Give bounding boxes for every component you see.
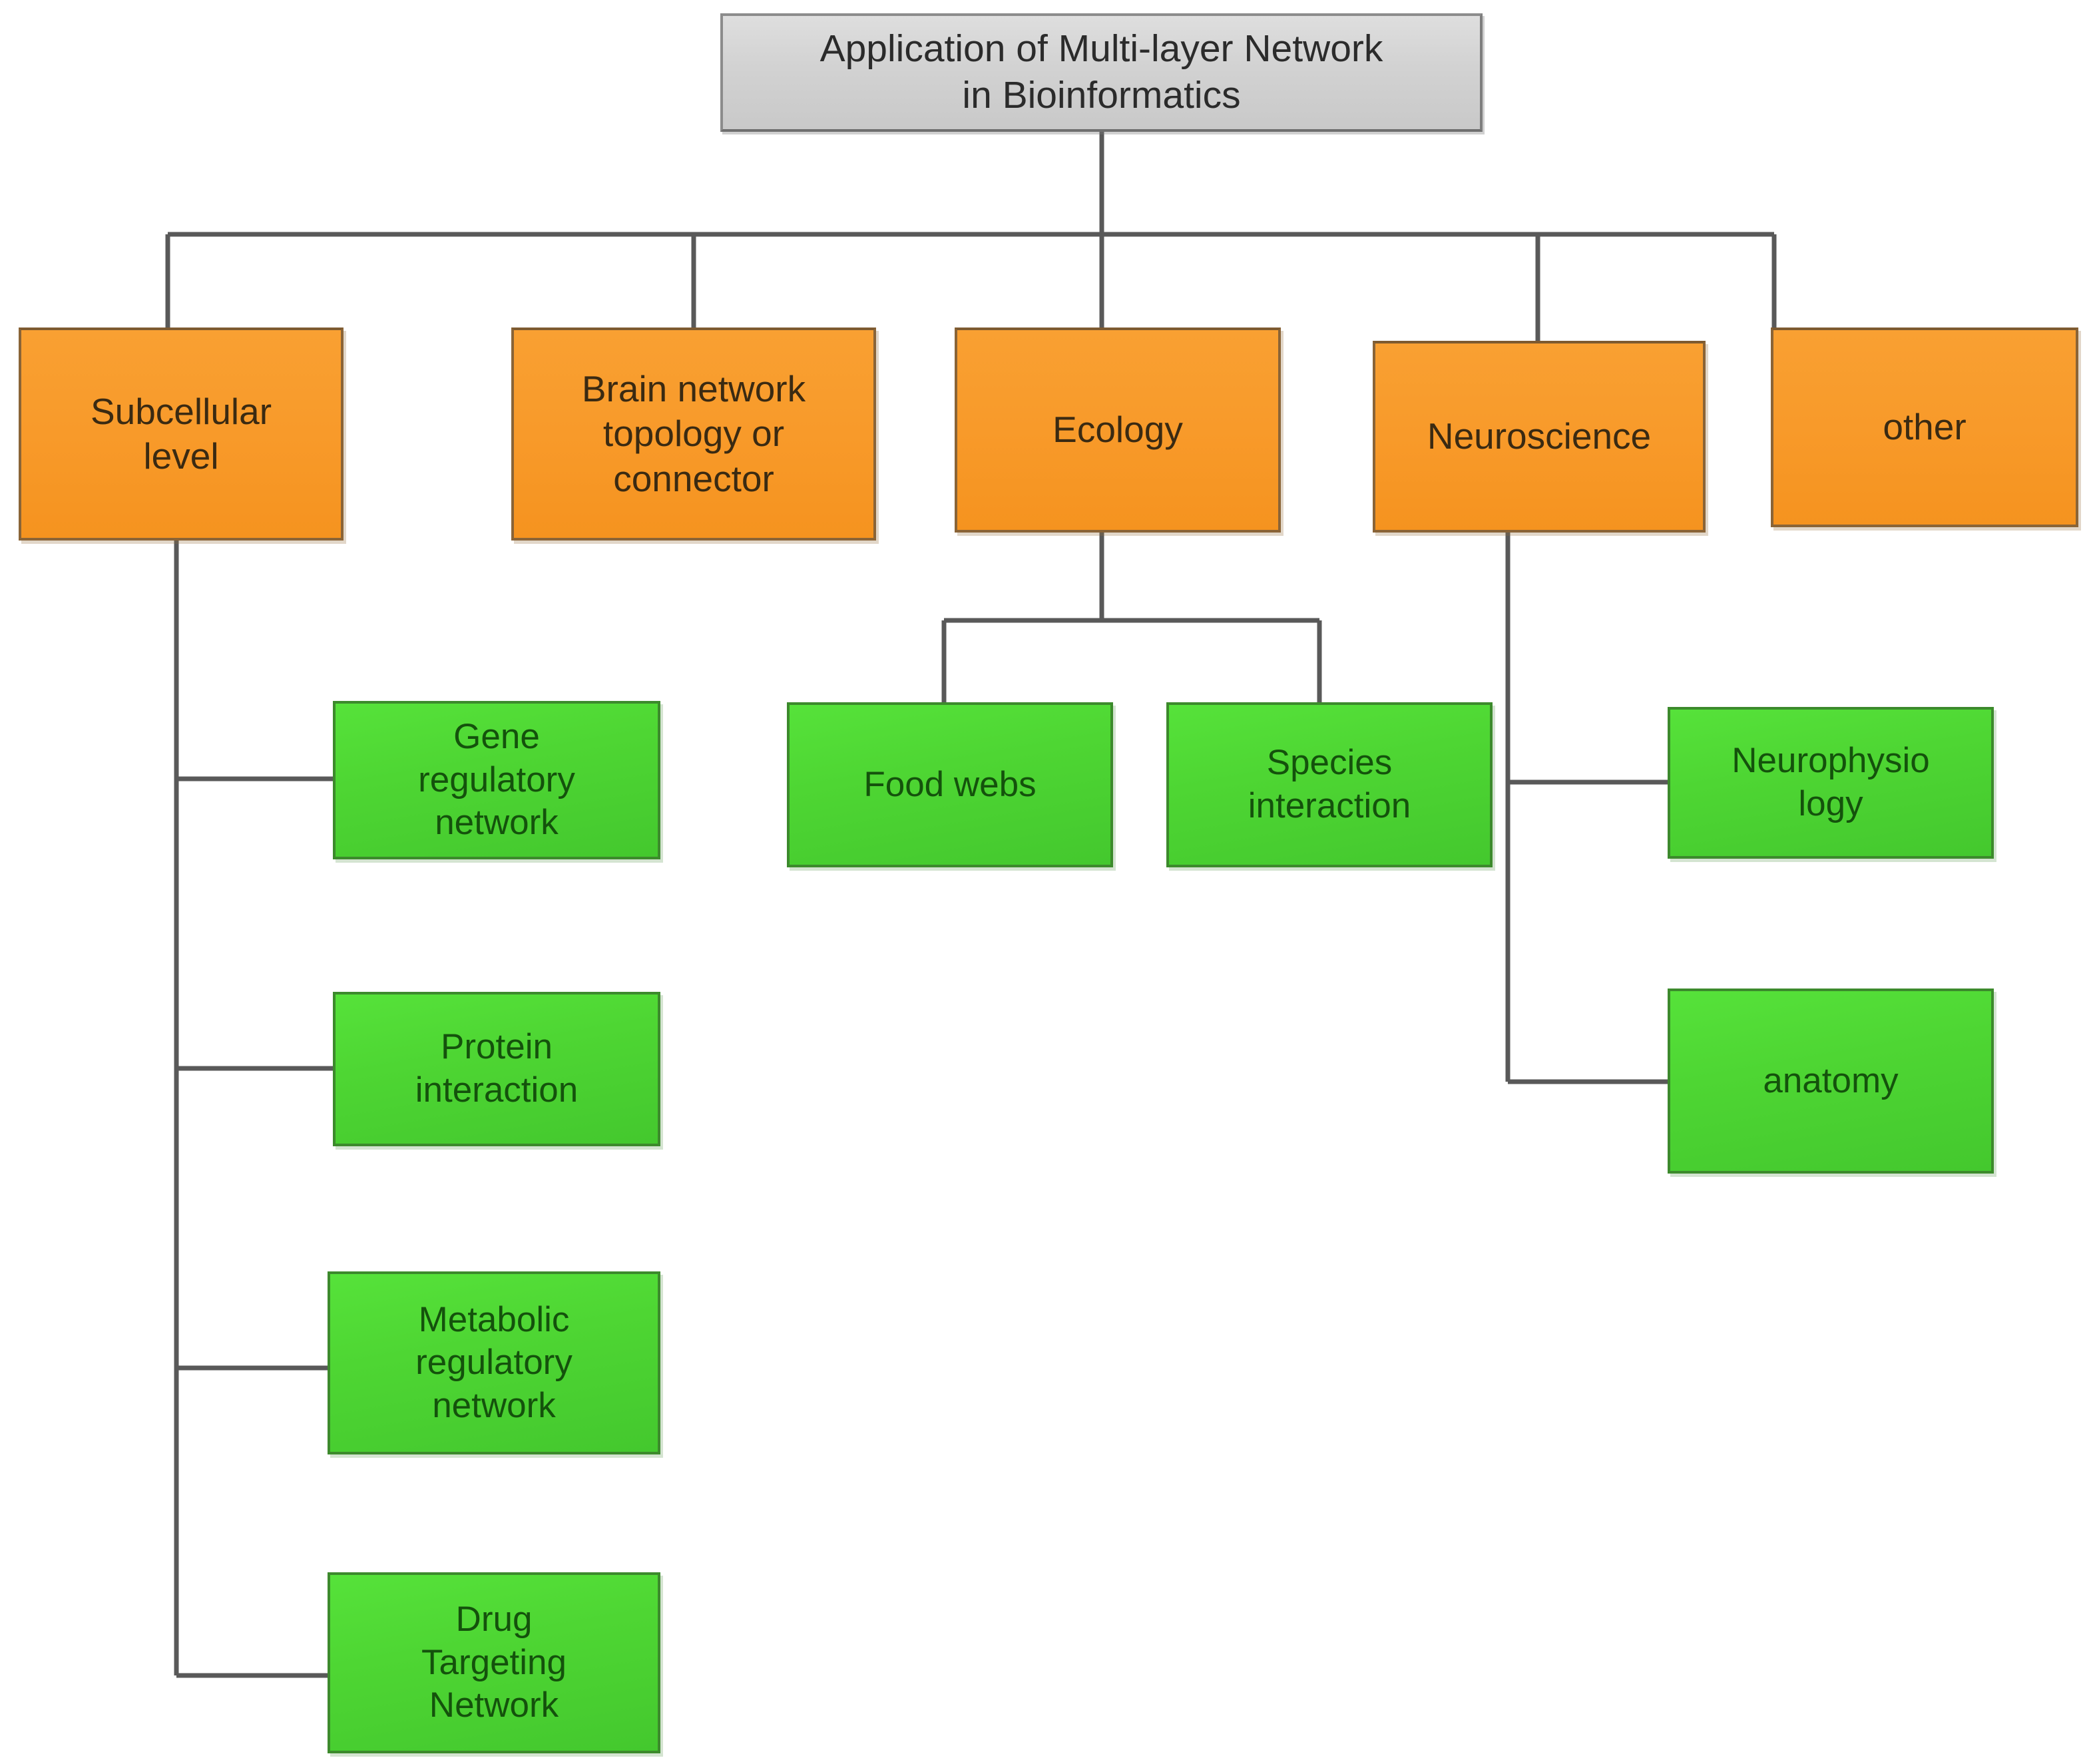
leaf-node-label-protein: Protein interaction [415, 1027, 579, 1110]
category-node-label-ecology: Ecology [1052, 409, 1183, 451]
category-node-other[interactable]: other [1771, 328, 2078, 527]
leaf-node-label-drug: Drug Targeting Network [421, 1600, 567, 1725]
leaf-node-neurophysiology[interactable]: Neurophysio logy [1668, 707, 1994, 859]
leaf-node-label-metabolic: Metabolic regulatory network [415, 1299, 573, 1425]
leaf-node-protein-interaction[interactable]: Protein interaction [333, 992, 660, 1146]
leaf-node-metabolic-regulatory-network[interactable]: Metabolic regulatory network [328, 1271, 660, 1454]
leaf-node-species-interaction[interactable]: Species interaction [1166, 702, 1493, 867]
root-node-label: Application of Multi-layer Network in Bi… [819, 27, 1383, 116]
leaf-node-label-species: Species interaction [1248, 743, 1411, 825]
root-node-application-of-multi-layer-network[interactable]: Application of Multi-layer Network in Bi… [720, 13, 1483, 132]
category-node-label-other: other [1883, 406, 1967, 448]
leaf-node-label-gene: Gene regulatory network [418, 717, 575, 843]
leaf-node-gene-regulatory-network[interactable]: Gene regulatory network [333, 701, 660, 859]
category-node-label-subcellular: Subcellular level [90, 390, 272, 477]
leaf-node-anatomy[interactable]: anatomy [1668, 989, 1994, 1174]
category-node-label-neuroscience: Neuroscience [1427, 415, 1652, 457]
category-node-neuroscience[interactable]: Neuroscience [1373, 341, 1706, 533]
category-node-subcellular-level[interactable]: Subcellular level [19, 328, 344, 541]
category-node-label-brain: Brain network topology or connector [581, 368, 806, 499]
leaf-node-food-webs[interactable]: Food webs [787, 702, 1113, 867]
leaf-node-label-neurophysiology: Neurophysio logy [1732, 741, 1930, 823]
leaf-node-label-foodwebs: Food webs [863, 764, 1037, 804]
category-node-brain-network-topology-or-connector[interactable]: Brain network topology or connector [511, 328, 876, 541]
category-node-ecology[interactable]: Ecology [955, 328, 1281, 533]
leaf-node-drug-targeting-network[interactable]: Drug Targeting Network [328, 1572, 660, 1753]
leaf-node-label-anatomy: anatomy [1763, 1060, 1899, 1100]
